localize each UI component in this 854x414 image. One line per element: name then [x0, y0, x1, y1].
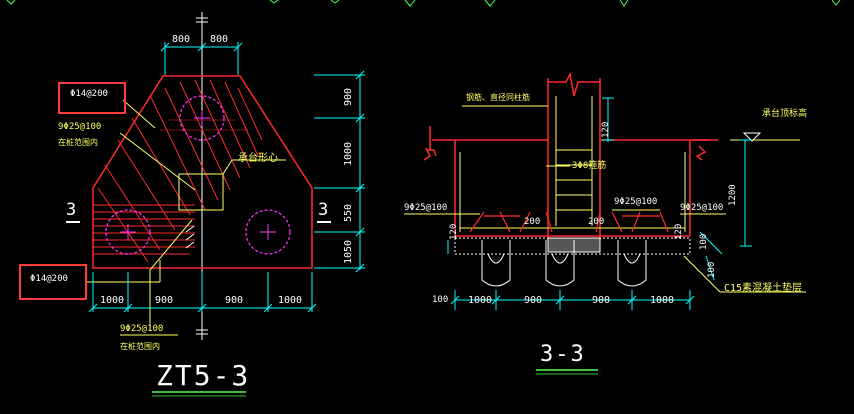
- plan-dim-top-right: 800: [210, 34, 229, 45]
- section-dims: [447, 97, 752, 310]
- pile-circle-top: [179, 95, 225, 141]
- rebar-label-bottom: Φ14@200: [30, 274, 68, 284]
- section-dim-120-left: 120: [449, 223, 459, 240]
- plan-piles: [105, 95, 291, 255]
- pile-circle-right: [245, 209, 291, 255]
- section-left-edge-dim: 100: [432, 295, 449, 305]
- section-bottom-rebar: [469, 211, 669, 233]
- plan-leaders: [86, 99, 196, 336]
- plan-dim-top: [160, 42, 243, 75]
- section-rebar-lines: [459, 96, 686, 232]
- bundle-label-lower: 9Φ25@100: [120, 324, 164, 334]
- highlight-box-top: [58, 82, 126, 114]
- section-title: 3-3: [540, 342, 586, 367]
- plan-title: ZT5-3: [156, 359, 251, 392]
- section-rebar-right: 9Φ25@100: [680, 203, 724, 213]
- plan-dim-bottom-1: 1000: [100, 295, 125, 306]
- centroid-label: 承台形心: [238, 153, 278, 164]
- plan-dim-right-2: 1000: [343, 141, 354, 166]
- plan-section-mark-right: 3: [318, 200, 329, 220]
- plan-dim-right: [314, 70, 365, 273]
- pile-cap-outline: [92, 75, 313, 269]
- top-edge-marks: [6, 0, 841, 7]
- bundle-note-upper: 在桩范围内: [58, 138, 98, 147]
- rebar-label-top: Φ14@200: [70, 89, 108, 99]
- plan-dim-right-4: 1050: [343, 239, 354, 264]
- section-piles: [481, 240, 647, 287]
- cushion-layer-label: C15素混凝土垫层: [724, 283, 803, 294]
- column-rebar-label: 钢筋、直径同柱筋: [466, 93, 530, 102]
- section-cap-outline: [423, 126, 718, 237]
- cap-top-elevation-label: 承台顶标高: [762, 109, 808, 119]
- pile-circle-left: [105, 209, 151, 255]
- section-dim-bottom-3: 900: [592, 295, 611, 306]
- section-dim-bottom-2: 900: [524, 295, 543, 306]
- section-dim-bottom-4: 1000: [650, 295, 675, 306]
- bundle-note-lower: 在桩范围内: [120, 342, 160, 351]
- plan-dim-bottom-2: 900: [155, 295, 174, 306]
- plan-dim-top-left: 800: [172, 34, 191, 45]
- cover-dim-left: 200: [524, 217, 541, 227]
- cover-dim-right: 200: [588, 217, 605, 227]
- section-dim-120-right: 120: [674, 223, 684, 240]
- section-dim-120-top: 120: [601, 121, 611, 138]
- plan-dim-bottom-4: 1000: [278, 295, 303, 306]
- plan-dim-right-1: 900: [343, 87, 354, 106]
- section-leaders: [404, 105, 806, 293]
- centroid-box: [178, 173, 224, 211]
- plan-section-mark-left: 3: [66, 200, 77, 220]
- section-dim-1200: 1200: [728, 184, 738, 206]
- plan-dim-bottom: [88, 272, 317, 313]
- bundle-label-upper: 9Φ25@100: [58, 122, 102, 132]
- section-dim-100-b: 100: [707, 261, 717, 278]
- stirrup-label: 3Φ8箍筋: [572, 161, 607, 171]
- section-dim-bottom-1: 1000: [468, 295, 493, 306]
- plan-dim-bottom-3: 900: [225, 295, 244, 306]
- section-rebar-mid: 9Φ25@100: [614, 197, 658, 207]
- section-rebar-left: 9Φ25@100: [404, 203, 448, 213]
- plan-dim-right-3: 550: [343, 203, 354, 222]
- highlight-box-bottom: [19, 264, 87, 300]
- section-dim-100-a: 100: [699, 233, 709, 250]
- elevation-mark-icon: [742, 132, 762, 142]
